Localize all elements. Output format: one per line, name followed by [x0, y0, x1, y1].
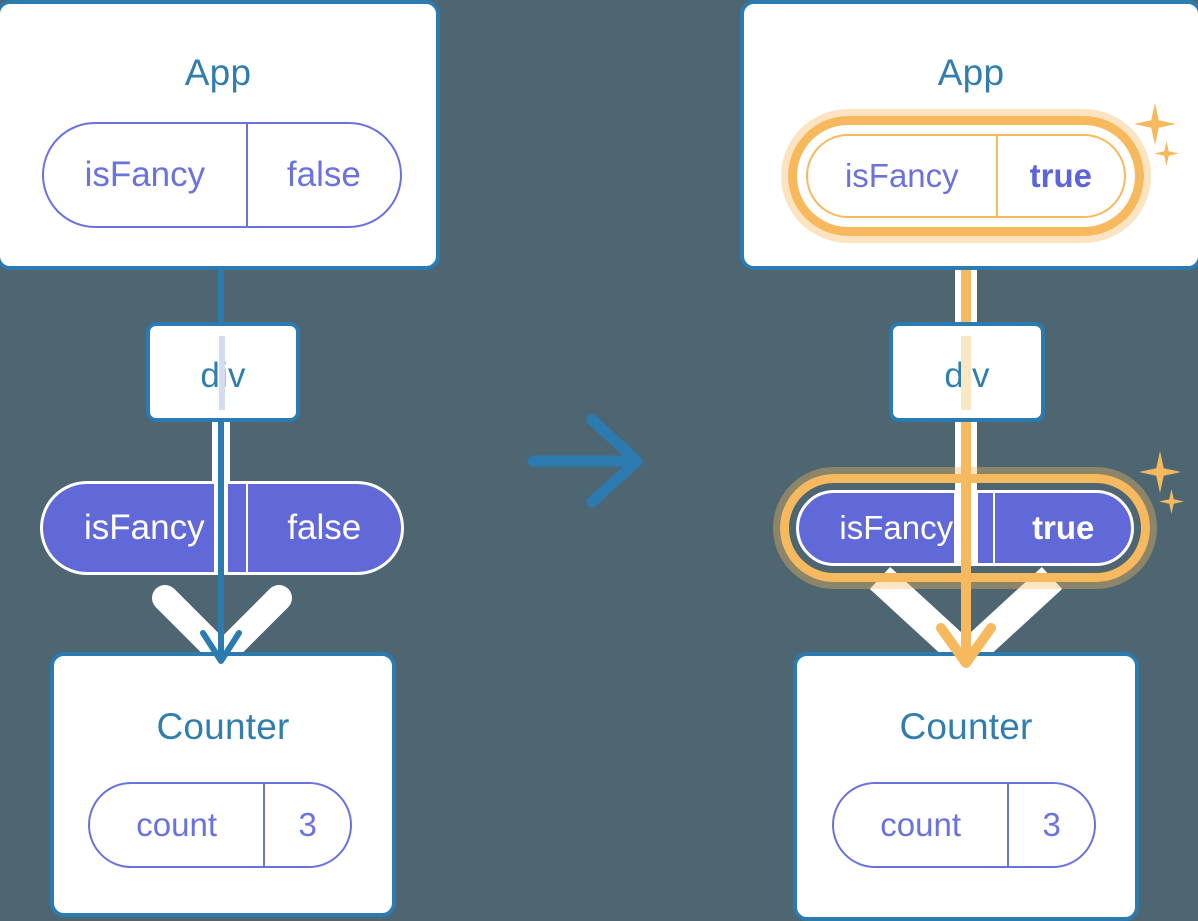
state-pill-isfancy-after[interactable]: isFancy true	[806, 134, 1126, 218]
prop-pill-isfancy-after[interactable]: isFancy true	[796, 490, 1134, 566]
connector-through-div-right	[961, 336, 971, 410]
connector-div-to-prop-left	[218, 418, 224, 490]
connector-through-div-left	[219, 336, 225, 410]
count-pill-key: count	[880, 806, 962, 843]
app-box-title: App	[937, 52, 1005, 93]
state-pill-key: isFancy	[844, 157, 959, 194]
state-pill-count-before[interactable]: count 3	[88, 782, 352, 868]
count-pill-value: 3	[263, 784, 350, 866]
arrow-right-icon	[527, 414, 643, 508]
sparkle-icon	[1139, 451, 1181, 493]
prop-pill-isfancy-before[interactable]: isFancy false	[40, 481, 404, 575]
connector-div-to-prop-right	[961, 418, 971, 492]
state-pill-isfancy-before[interactable]: isFancy false	[42, 122, 402, 228]
connector-app-to-div-left	[218, 268, 224, 324]
count-pill-value: 3	[1007, 784, 1094, 866]
state-pill-value: true	[995, 136, 1124, 216]
prop-pill-key: isFancy	[83, 508, 205, 547]
counter-box-title: Counter	[156, 706, 290, 747]
prop-pill-key: isFancy	[839, 509, 954, 546]
state-pill-value: false	[245, 124, 400, 226]
app-box-title: App	[184, 52, 252, 93]
counter-box-title: Counter	[899, 706, 1033, 747]
sparkle-icon	[1159, 489, 1184, 514]
prop-pill-value: true	[993, 493, 1131, 563]
white-fan-right	[869, 566, 1063, 669]
count-pill-key: count	[136, 806, 218, 843]
white-fan-left	[152, 585, 292, 668]
state-pill-count-after[interactable]: count 3	[832, 782, 1096, 868]
prop-pill-value: false	[245, 484, 401, 572]
state-pill-key: isFancy	[84, 155, 206, 194]
